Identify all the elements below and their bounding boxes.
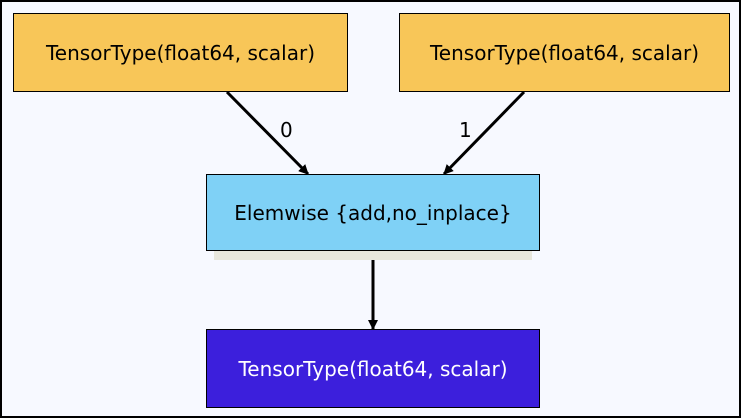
input-node-0: TensorType(float64, scalar): [13, 13, 348, 92]
output-node: TensorType(float64, scalar): [206, 329, 540, 408]
edge-input-0-to-op: [225, 90, 310, 176]
output-node-label: TensorType(float64, scalar): [238, 356, 508, 381]
edge-input-1-to-op: [442, 90, 526, 176]
edge-label-1: 1: [459, 118, 472, 142]
op-node: Elemwise {add,no_inplace}: [206, 174, 540, 251]
input-node-1: TensorType(float64, scalar): [399, 13, 730, 92]
op-node-label: Elemwise {add,no_inplace}: [234, 200, 512, 225]
input-node-0-label: TensorType(float64, scalar): [45, 40, 316, 65]
edge-label-0: 0: [280, 118, 293, 142]
input-node-1-label: TensorType(float64, scalar): [429, 40, 700, 65]
